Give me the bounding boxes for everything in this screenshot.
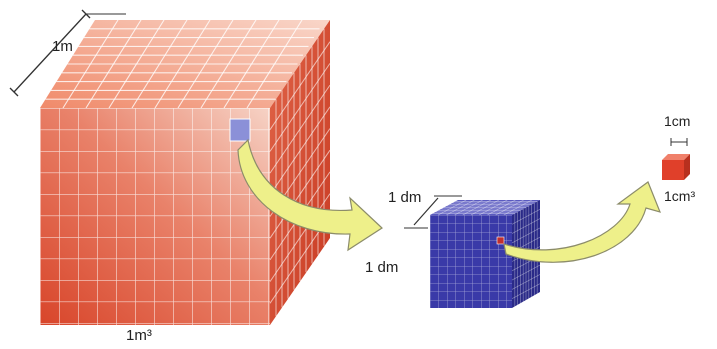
decimeter-dimension-top: 1 dm bbox=[388, 189, 462, 229]
highlighted-centimeter-cell bbox=[496, 236, 505, 245]
dm-cube-front-grid bbox=[430, 215, 512, 308]
curved-arrow-icon bbox=[503, 181, 662, 263]
cubic-meter-cube bbox=[40, 19, 331, 325]
cm-cube-top-face bbox=[662, 154, 690, 160]
curved-arrow-icon bbox=[237, 138, 383, 252]
meter-edge-label: 1m bbox=[52, 38, 73, 55]
centimeter-dimension: 1cm bbox=[664, 113, 690, 146]
cubic-centimeter-cube bbox=[662, 154, 690, 180]
cubic-centimeter-label: 1cm³ bbox=[664, 188, 695, 204]
cm-cube-side-face bbox=[684, 154, 690, 180]
cubic-decimeter-cube bbox=[430, 199, 541, 308]
cube-top-grid bbox=[45, 19, 320, 109]
dm-cube-top-grid bbox=[432, 199, 538, 216]
decimeter-side-label: 1 dm bbox=[365, 259, 398, 276]
highlighted-decimeter-cell bbox=[229, 118, 251, 142]
decimeter-top-label: 1 dm bbox=[388, 189, 421, 206]
cubic-meter-label: 1m³ bbox=[126, 327, 152, 344]
meter-dimension: 1m bbox=[9, 9, 126, 97]
cube-front-grid bbox=[40, 108, 270, 325]
centimeter-edge-label: 1cm bbox=[664, 113, 690, 129]
cm-cube-front-face bbox=[662, 160, 684, 180]
